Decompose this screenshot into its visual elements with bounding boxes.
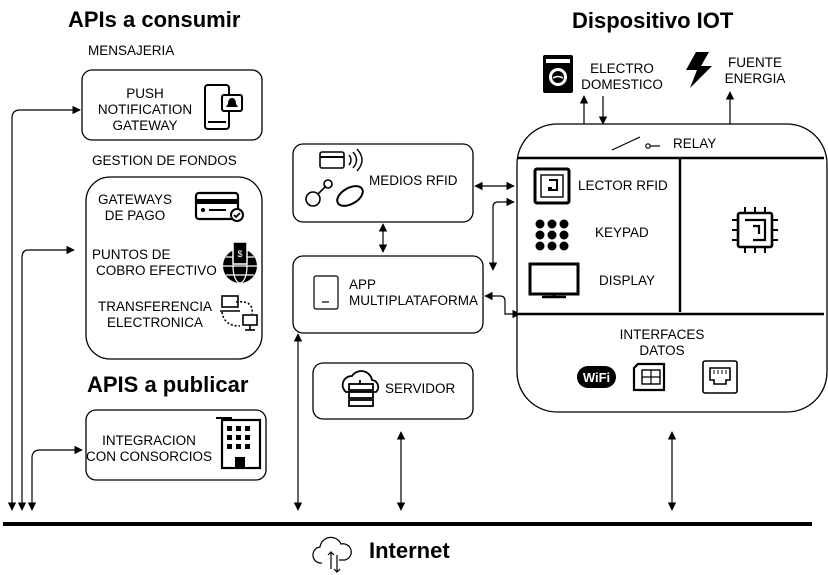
funds-box [85, 176, 263, 360]
server-cloud-icon [341, 370, 380, 407]
heading-internet: Internet [369, 538, 450, 563]
heading-device: Dispositivo IOT [572, 8, 734, 33]
edge-funds-internet [17, 245, 75, 511]
keypad-icon [535, 219, 569, 251]
svg-text:$: $ [237, 249, 242, 259]
device-box [516, 123, 828, 413]
rfid-reader-label: LECTOR RFID [578, 178, 668, 193]
svg-text:WiFi: WiFi [583, 370, 610, 385]
internet-cloud-icon [312, 536, 352, 573]
edge-consortium-internet [27, 445, 83, 511]
monitor-icon [528, 262, 580, 299]
rfid-media-icon [305, 148, 364, 207]
lightning-icon [686, 52, 712, 88]
credit-card-icon [194, 191, 244, 222]
heading-apis-publish: APIS a publicar [87, 372, 249, 397]
washing-machine-icon [543, 55, 573, 93]
rfid-reader-icon [533, 167, 571, 205]
keypad-label: KEYPAD [595, 225, 649, 240]
display-label: DISPLAY [599, 273, 656, 288]
edge-device-app [488, 197, 515, 271]
sim-card-icon [632, 362, 666, 392]
server-label: SERVIDOR [385, 381, 456, 396]
ethernet-port-icon [702, 360, 738, 394]
app-box [292, 255, 484, 334]
section-messaging: MENSAJERIA [88, 43, 175, 58]
computer-transfer-icon [220, 295, 258, 331]
rfid-media-label: MEDIOS RFID [369, 173, 458, 188]
heading-apis-consume: APIs a consumir [68, 7, 241, 32]
relay-switch-icon [611, 136, 660, 151]
mobile-icon [313, 275, 339, 310]
section-funds: GESTION DE FONDOS [92, 153, 237, 168]
building-icon [216, 417, 262, 470]
wifi-icon: WiFi [577, 366, 616, 388]
microchip-icon [732, 207, 778, 253]
phone-bell-icon [204, 84, 243, 130]
edge-push-internet [7, 105, 81, 511]
cash-globe-icon: $ [223, 241, 257, 284]
edge-app-device [484, 291, 521, 319]
relay-label: RELAY [673, 136, 717, 151]
